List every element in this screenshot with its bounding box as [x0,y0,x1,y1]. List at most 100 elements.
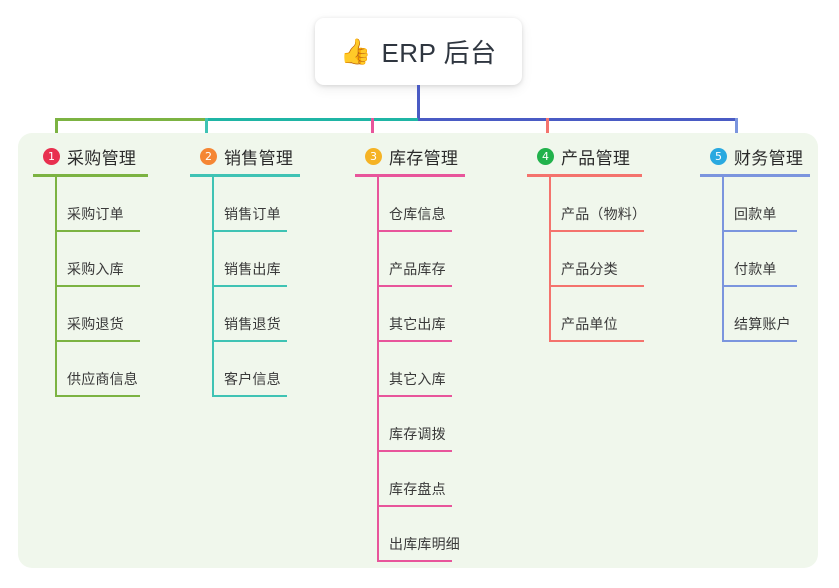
branch-spine-5 [722,177,724,342]
leaf-item-rule [55,230,140,232]
leaf-item[interactable]: 出库库明细 [355,507,465,562]
branch-spine-4 [549,177,551,342]
leaf-item-rule [377,395,452,397]
branch-items-3: 仓库信息产品库存其它出库其它入库库存调拨库存盘点出库库明细 [355,177,465,562]
branch-spine-2 [212,177,214,397]
leaf-item[interactable]: 产品单位 [527,287,644,342]
leaf-item-rule [212,285,287,287]
leaf-item-rule [55,285,140,287]
branch-items-5: 回款单付款单结算账户 [700,177,810,342]
branch-title-3: 库存管理 [389,148,459,168]
branch-spine-3 [377,177,379,562]
trunk-segment-green [55,118,207,121]
leaf-item-label: 其它出库 [389,316,446,332]
leaf-item-label: 库存调拨 [389,426,446,442]
branch-title-5: 财务管理 [734,148,804,168]
leaf-item-label: 产品（物料） [561,206,647,222]
leaf-item-rule [377,230,452,232]
leaf-item-label: 出库库明细 [389,536,460,552]
drop-connector-col5 [735,118,738,146]
root-stem-connector [417,85,420,119]
leaf-item[interactable]: 结算账户 [700,287,810,342]
leaf-item[interactable]: 其它入库 [355,342,465,397]
leaf-item[interactable]: 采购订单 [33,177,148,232]
branch-title-1: 采购管理 [67,148,137,168]
branch-header-4[interactable]: 4 产品管理 [527,144,642,168]
branch-badge-3: 3 [365,147,382,165]
leaf-item[interactable]: 产品（物料） [527,177,646,232]
branch-title-4: 产品管理 [561,148,631,168]
leaf-item[interactable]: 库存盘点 [355,452,465,507]
leaf-item[interactable]: 回款单 [700,177,810,232]
leaf-item[interactable]: 采购入库 [33,232,148,287]
leaf-item[interactable]: 库存调拨 [355,397,465,452]
branch-column-3: 3 库存管理仓库信息产品库存其它出库其它入库库存调拨库存盘点出库库明细 [355,144,465,562]
leaf-item-label: 产品单位 [561,316,618,332]
branch-items-4: 产品（物料） 产品分类产品单位 [527,177,646,342]
branch-column-5: 5 财务管理回款单付款单结算账户 [700,144,810,342]
branch-title-2: 销售管理 [224,148,294,168]
leaf-item-label: 销售订单 [224,206,281,222]
leaf-item-label: 销售出库 [224,261,281,277]
branches-panel [18,133,818,568]
leaf-item-label: 仓库信息 [389,206,446,222]
branch-header-rule-3 [355,174,465,177]
trunk-segment-teal [205,118,420,121]
leaf-item-rule [549,285,644,287]
branch-badge-5: 5 [710,147,727,165]
drop-connector-col1 [55,118,58,146]
leaf-item-label: 回款单 [734,206,777,222]
leaf-item-label: 采购退货 [67,316,124,332]
branch-header-3[interactable]: 3 库存管理 [355,144,465,168]
leaf-item-label: 产品库存 [389,261,446,277]
leaf-item-rule [549,340,644,342]
leaf-item-label: 客户信息 [224,371,281,387]
leaf-item-rule [722,285,797,287]
drop-connector-col3 [371,118,374,146]
leaf-item-rule [212,230,287,232]
leaf-item-rule [55,340,140,342]
leaf-item-rule [722,340,797,342]
leaf-item-label: 供应商信息 [67,371,138,387]
branch-items-2: 销售订单销售出库销售退货客户信息 [190,177,300,397]
leaf-item[interactable]: 客户信息 [190,342,300,397]
leaf-item-label: 付款单 [734,261,777,277]
leaf-item-label: 采购订单 [67,206,124,222]
leaf-item-rule [212,340,287,342]
branch-header-5[interactable]: 5 财务管理 [700,144,810,168]
leaf-item[interactable]: 仓库信息 [355,177,465,232]
leaf-item[interactable]: 其它出库 [355,287,465,342]
leaf-item-label: 采购入库 [67,261,124,277]
leaf-item-rule [377,340,452,342]
leaf-item[interactable]: 销售退货 [190,287,300,342]
leaf-item[interactable]: 供应商信息 [33,342,148,397]
branch-badge-4: 4 [537,147,554,165]
leaf-item-label: 结算账户 [734,316,791,332]
thumbs-up-icon: 👍 [340,37,372,66]
leaf-item-rule [377,450,452,452]
root-node-title: ERP 后台 [381,38,497,68]
leaf-item[interactable]: 销售出库 [190,232,300,287]
root-node-erp-backend[interactable]: 👍 ERP 后台 [315,18,522,85]
leaf-item[interactable]: 销售订单 [190,177,300,232]
leaf-item[interactable]: 付款单 [700,232,810,287]
drop-connector-col2 [205,118,208,146]
leaf-item-rule [377,285,452,287]
branch-header-rule-2 [190,174,300,177]
branch-header-rule-4 [527,174,642,177]
branch-spine-1 [55,177,57,397]
branch-header-rule-5 [700,174,810,177]
drop-connector-col4 [546,118,549,146]
leaf-item-label: 其它入库 [389,371,446,387]
trunk-segment-blue [418,118,738,121]
leaf-item[interactable]: 产品库存 [355,232,465,287]
leaf-item[interactable]: 产品分类 [527,232,644,287]
leaf-item[interactable]: 采购退货 [33,287,148,342]
leaf-item-rule [212,395,287,397]
branch-column-4: 4 产品管理产品（物料） 产品分类产品单位 [527,144,646,342]
